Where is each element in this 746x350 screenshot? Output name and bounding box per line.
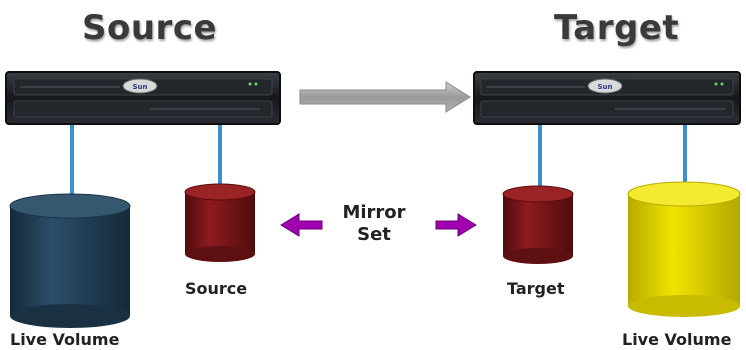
live-volume-left-label: Live Volume (10, 330, 120, 349)
target-server: Sun (473, 71, 741, 125)
source-disk-label: Source (185, 279, 248, 298)
mirror-arrow-right-icon (435, 213, 477, 237)
source-server: Sun (5, 71, 281, 125)
replication-arrow-icon (299, 81, 471, 113)
mirror-set-line-1: Mirror (342, 202, 406, 223)
source-title: Source (82, 8, 218, 48)
target-title: Target (554, 8, 680, 48)
target-disk-label: Target (507, 279, 565, 298)
live-volume-right-disk (627, 181, 741, 317)
source-mirror-disk (184, 183, 256, 262)
mirror-set-label: Mirror Set (334, 202, 414, 246)
mirror-set-line-2: Set (357, 224, 391, 245)
sun-logo-icon (122, 78, 158, 94)
live-volume-left-disk (9, 193, 131, 328)
mirror-arrow-left-icon (280, 213, 323, 237)
svg-text:Sun: Sun (597, 83, 612, 91)
target-mirror-disk (502, 185, 574, 264)
sun-logo-icon-target (587, 78, 623, 94)
live-volume-right-label: Live Volume (622, 330, 732, 349)
svg-text:Sun: Sun (132, 83, 147, 91)
